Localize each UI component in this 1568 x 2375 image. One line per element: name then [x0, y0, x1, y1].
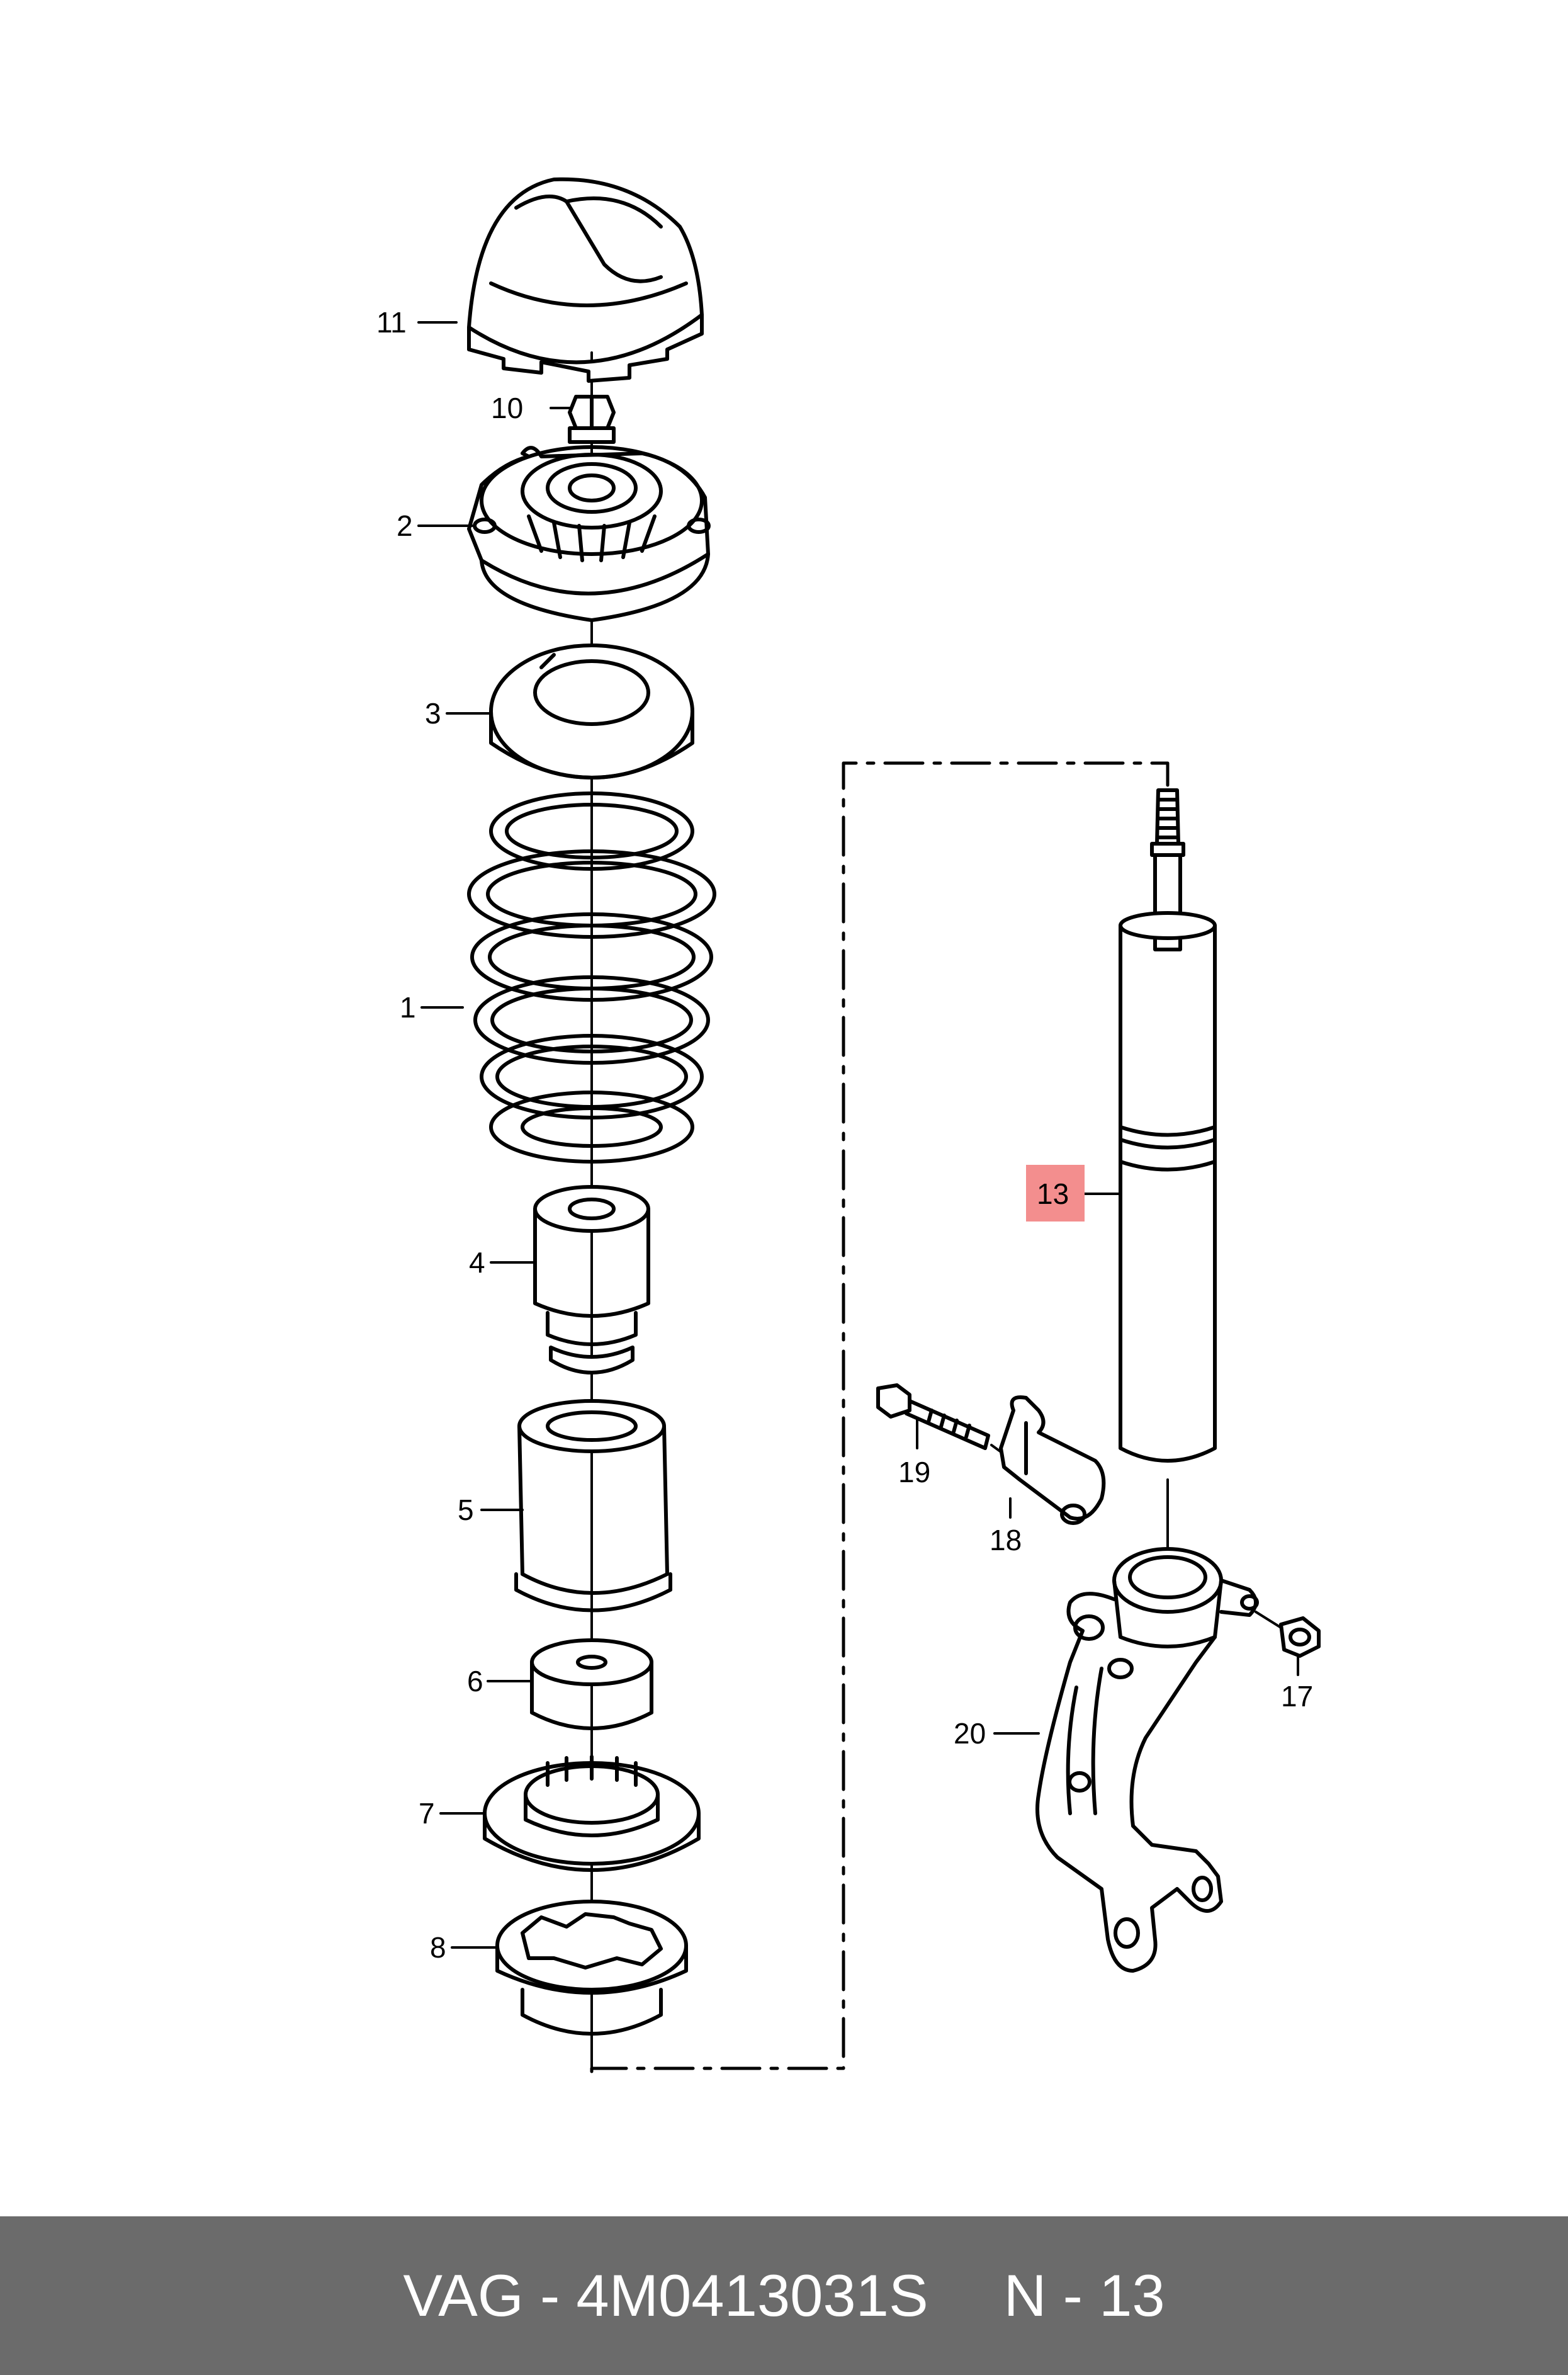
spring-pad-icon	[489, 643, 694, 779]
label-18: 18	[990, 1524, 1022, 1556]
part-number-text: VAG - 4M0413031S	[403, 2262, 928, 2328]
strut-mount-icon	[467, 445, 711, 622]
nut-icon	[568, 395, 616, 444]
flange-nut-icon	[1255, 1611, 1321, 1658]
reference-text: N - 13	[1003, 2262, 1165, 2328]
label-19: 19	[898, 1456, 930, 1488]
dust-boot-icon	[514, 1399, 672, 1613]
label-3: 3	[425, 697, 441, 730]
label-10: 10	[491, 392, 523, 424]
label-7: 7	[419, 1797, 435, 1830]
highlight-badge-13: 13	[1026, 1165, 1085, 1222]
shock-absorber-icon	[1119, 788, 1217, 1556]
lower-spring-seat-icon	[483, 1755, 701, 1872]
coil-spring-icon	[467, 791, 716, 1164]
wheel-carrier-icon	[1035, 1547, 1259, 1973]
buffer-icon	[530, 1638, 653, 1730]
label-5: 5	[458, 1494, 474, 1526]
strut-cap-icon	[467, 177, 704, 383]
bump-stop-icon	[533, 1185, 650, 1375]
connection-bracket	[590, 761, 1170, 2073]
label-13: 13	[1037, 1177, 1069, 1210]
label-11: 11	[376, 306, 407, 339]
label-6: 6	[467, 1665, 483, 1698]
label-20: 20	[954, 1717, 986, 1750]
label-1: 1	[400, 991, 416, 1024]
label-4: 4	[469, 1246, 485, 1279]
exploded-parts-diagram: 11 10 2 3 1 4 5 6 7 8 13 19 18 17 20	[376, 177, 1321, 2073]
lower-bearing-icon	[495, 1900, 688, 2036]
bolt-icon	[876, 1383, 1084, 1512]
bracket-clip-icon	[999, 1395, 1106, 1525]
label-2: 2	[397, 509, 413, 542]
label-8: 8	[430, 1931, 446, 1964]
label-17: 17	[1281, 1680, 1313, 1713]
leader-lines	[417, 321, 1299, 1949]
part-number-footer: VAG - 4M0413031S N - 13	[0, 2216, 1568, 2375]
